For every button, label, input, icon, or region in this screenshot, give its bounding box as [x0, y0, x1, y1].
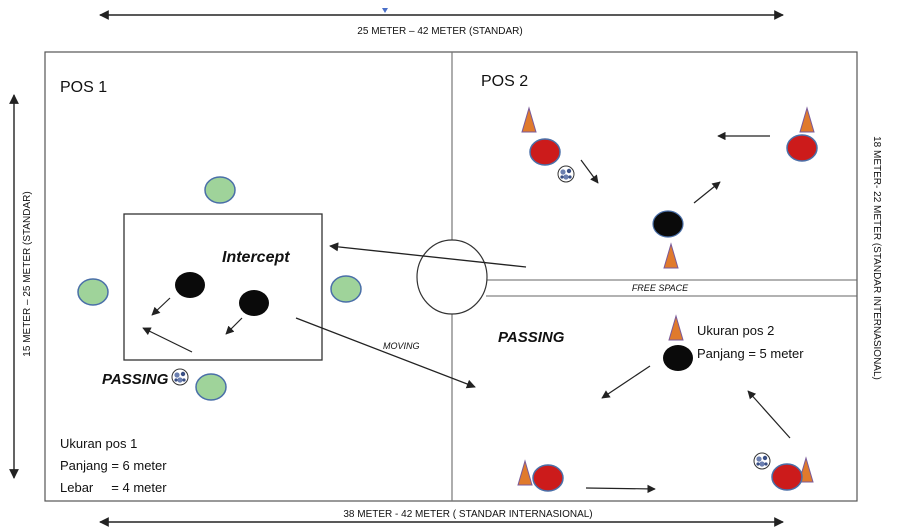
- pos2-arrow-6: [585, 484, 656, 494]
- cone-icon-middle: [663, 242, 679, 269]
- green-player-left: [77, 278, 109, 306]
- black-player-pos1-left: [175, 272, 205, 298]
- pos1-size-width: Lebar = 4 meter: [60, 480, 167, 495]
- pos2-passing-label: PASSING: [498, 329, 565, 346]
- field-outline: [44, 51, 858, 502]
- intercept-arrow: [329, 242, 527, 268]
- ball-icon-pos2-bottom: [753, 452, 771, 470]
- pos2-title: POS 2: [481, 73, 528, 90]
- moving-arrow: [295, 317, 476, 389]
- top-marker-icon: [382, 8, 388, 13]
- pos1-arrow-3: [142, 327, 193, 353]
- cone-icon-top-right: [799, 106, 815, 133]
- cone-icon-bottom-left: [517, 459, 533, 486]
- right-dimension-label: 18 METER- 22 METER (STANDAR INTERNASIONA…: [871, 136, 882, 380]
- green-player-right: [330, 275, 362, 303]
- bottom-dimension-label: 38 METER - 42 METER ( STANDAR INTERNASIO…: [343, 509, 592, 520]
- pos1-title: POS 1: [60, 79, 107, 96]
- green-player-top: [204, 176, 236, 204]
- moving-label: MOVING: [383, 341, 420, 351]
- red-player-top-left: [529, 138, 561, 166]
- red-player-bottom-right: [771, 463, 803, 491]
- black-player-pos1-right: [239, 290, 269, 316]
- ball-icon-pos2-top: [557, 165, 575, 183]
- pos2-size-length: Panjang = 5 meter: [697, 346, 804, 361]
- black-player-pos2-center: [652, 210, 684, 238]
- pos2-size-title: Ukuran pos 2: [697, 323, 774, 338]
- pos2-arrow-4: [601, 365, 651, 399]
- ball-icon-pos1: [171, 368, 189, 386]
- pos1-arrow-1: [151, 297, 171, 316]
- green-player-bottom: [195, 373, 227, 401]
- black-player-pos2-right: [663, 345, 693, 371]
- pos2-arrow-2: [693, 181, 721, 204]
- top-dimension-label: 25 METER – 42 METER (STANDAR): [357, 26, 522, 37]
- pos1-size-title: Ukuran pos 1: [60, 436, 137, 451]
- left-dimension-label: 15 METER – 25 METER (STANDAR): [22, 191, 33, 356]
- free-space-label: FREE SPACE: [632, 283, 689, 293]
- pos2-arrow-1: [580, 159, 599, 184]
- pos1-box: [123, 213, 323, 361]
- pos2-arrow-5: [747, 390, 791, 439]
- red-player-bottom-left: [532, 464, 564, 492]
- pos1-arrow-2: [225, 317, 243, 335]
- cone-icon-pos2-size: [668, 314, 684, 341]
- cone-icon-top-left: [521, 106, 537, 133]
- pos1-size-length: Panjang = 6 meter: [60, 458, 167, 473]
- red-player-top-right: [786, 134, 818, 162]
- center-circle: [416, 239, 488, 315]
- intercept-label: Intercept: [222, 249, 290, 266]
- pos1-passing-label: PASSING: [102, 371, 169, 388]
